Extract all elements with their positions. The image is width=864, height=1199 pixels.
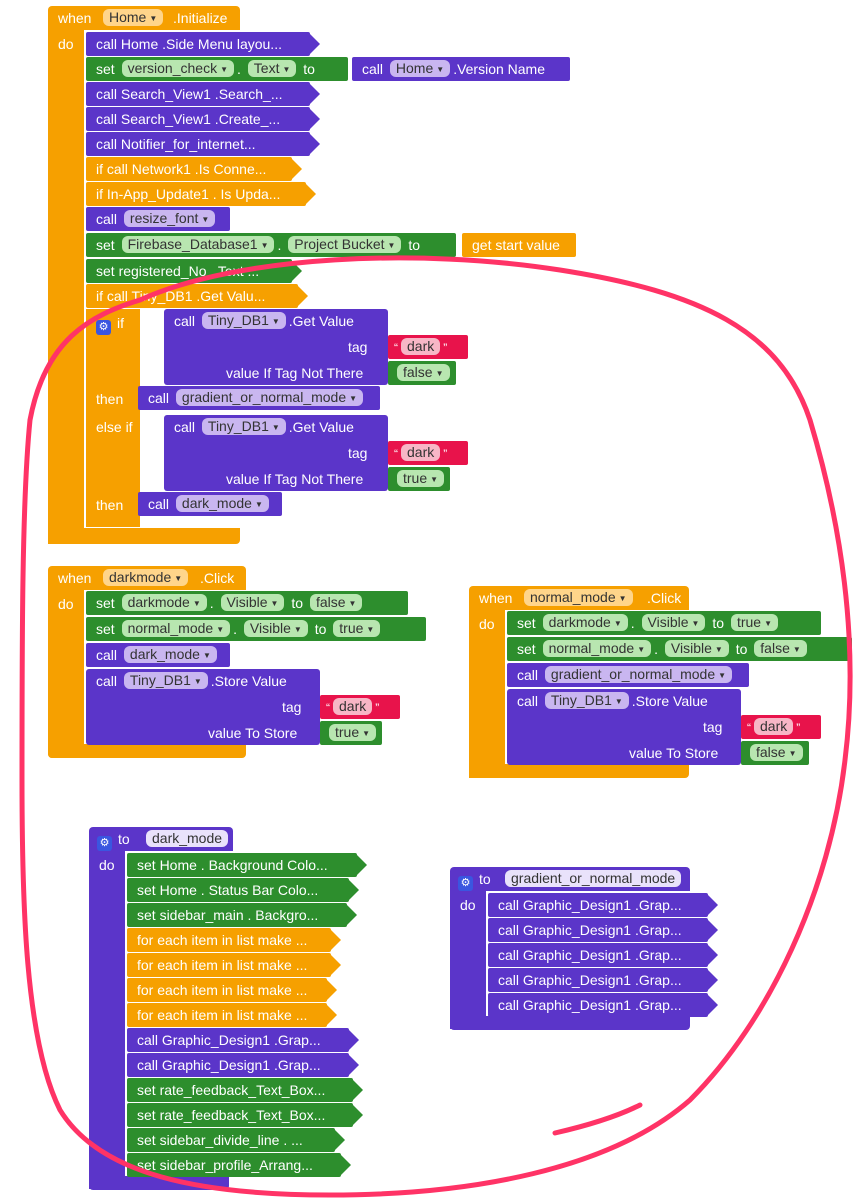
procedure-header[interactable]: ⚙to gradient_or_normal_mode xyxy=(450,867,690,891)
event-footer xyxy=(48,744,246,758)
store-value-block[interactable]: call Tiny_DB1▼.Store Value tag value To … xyxy=(86,669,320,745)
else-if-label: else if xyxy=(96,419,133,435)
call-dark-mode[interactable]: call dark_mode▼ xyxy=(86,643,230,667)
dark-mode-stmt[interactable]: set Home . Background Colo... xyxy=(127,853,367,877)
event-body-left: do xyxy=(469,610,505,778)
event-body-left: do xyxy=(48,30,84,544)
component-dropdown[interactable]: Tiny_DB1▼ xyxy=(201,312,286,329)
then-label: then xyxy=(96,391,124,407)
event-header[interactable]: when normal_mode▼ .Click xyxy=(469,586,689,610)
call-gradient-mode[interactable]: call gradient_or_normal_mode▼ xyxy=(138,386,380,410)
procedure-footer xyxy=(450,1016,690,1030)
dark-mode-stmt[interactable]: set rate_feedback_Text_Box... xyxy=(127,1103,363,1127)
procedure-dropdown[interactable]: resize_font▼ xyxy=(123,210,216,227)
component-dropdown[interactable]: Tiny_DB1▼ xyxy=(201,418,286,435)
gradient-stmt[interactable]: call Graphic_Design1 .Grap... xyxy=(488,968,718,992)
component-dropdown[interactable]: darkmode▼ xyxy=(103,569,189,586)
dark-mode-stmt[interactable]: for each item in list make ... xyxy=(127,1003,337,1027)
stmt-row[interactable]: call Search_View1 .Search_... xyxy=(86,82,320,106)
set-visible[interactable]: set normal_mode▼. Visible▼ to false▼ xyxy=(507,637,852,661)
stmt-row[interactable]: if In-App_Update1 . Is Upda... xyxy=(86,182,316,206)
property-dropdown[interactable]: Project Bucket▼ xyxy=(288,236,402,253)
call-dark-mode[interactable]: call dark_mode▼ xyxy=(138,492,282,516)
text-literal[interactable]: “dark” xyxy=(388,441,468,465)
set-project-bucket[interactable]: set Firebase_Database1▼. Project Bucket▼… xyxy=(86,233,456,257)
dark-mode-stmt[interactable]: for each item in list make ... xyxy=(127,978,337,1002)
component-dropdown[interactable]: Home▼ xyxy=(389,60,451,77)
event-name: .Initialize xyxy=(173,10,228,26)
then-label: then xyxy=(96,497,124,513)
do-label: do xyxy=(58,36,74,52)
event-header[interactable]: when Home▼ .Initialize xyxy=(48,6,240,30)
dark-mode-stmt[interactable]: for each item in list make ... xyxy=(127,953,341,977)
gradient-stmt[interactable]: call Graphic_Design1 .Grap... xyxy=(488,943,718,967)
not-there-label: value If Tag Not There xyxy=(226,365,364,381)
if-block-left[interactable]: ⚙ if then else if then xyxy=(86,309,140,527)
procedure-name-field[interactable]: dark_mode xyxy=(146,830,229,847)
set-visible[interactable]: set darkmode▼. Visible▼ to false▼ xyxy=(86,591,408,615)
procedure-body-left: do xyxy=(89,851,125,1189)
procedure-name-field[interactable]: gradient_or_normal_mode xyxy=(505,870,682,887)
dark-mode-stmt[interactable]: set sidebar_divide_line . ... xyxy=(127,1128,345,1152)
when-label: when xyxy=(58,10,92,26)
boolean-literal[interactable]: true▼ xyxy=(320,721,382,745)
event-header[interactable]: when darkmode▼ .Click xyxy=(48,566,246,590)
procedure-header[interactable]: ⚙to dark_mode xyxy=(89,827,233,851)
if-label: if xyxy=(117,315,124,331)
dark-mode-stmt[interactable]: for each item in list make ... xyxy=(127,928,341,952)
tag-label: tag xyxy=(348,339,368,355)
boolean-literal[interactable]: false▼ xyxy=(388,361,456,385)
stmt-row[interactable]: if call Network1 .Is Conne... xyxy=(86,157,302,181)
boolean-literal[interactable]: true▼ xyxy=(388,467,450,491)
set-visible[interactable]: set darkmode▼. Visible▼ to true▼ xyxy=(507,611,821,635)
gradient-stmt[interactable]: call Graphic_Design1 .Grap... xyxy=(488,893,718,917)
get-value-block[interactable]: call Tiny_DB1▼.Get Value tag value If Ta… xyxy=(164,309,388,385)
boolean-literal[interactable]: false▼ xyxy=(741,741,809,765)
get-start-value[interactable]: get start value xyxy=(462,233,576,257)
gear-icon[interactable]: ⚙ xyxy=(96,320,111,335)
get-value-block[interactable]: call Tiny_DB1▼.Get Value tag value If Ta… xyxy=(164,415,388,491)
gear-icon[interactable]: ⚙ xyxy=(97,836,112,851)
stmt-row[interactable]: call Search_View1 .Create_... xyxy=(86,107,320,131)
dark-mode-stmt[interactable]: call Graphic_Design1 .Grap... xyxy=(127,1053,359,1077)
tag-label: tag xyxy=(348,445,368,461)
dark-mode-stmt[interactable]: set rate_feedback_Text_Box... xyxy=(127,1078,363,1102)
text-literal[interactable]: “dark” xyxy=(741,715,821,739)
text-literal[interactable]: “dark” xyxy=(388,335,468,359)
dark-mode-stmt[interactable]: set sidebar_main . Backgro... xyxy=(127,903,357,927)
not-there-label: value If Tag Not There xyxy=(226,471,364,487)
call-version-name[interactable]: call Home▼.Version Name xyxy=(352,57,570,81)
component-dropdown[interactable]: Home▼ xyxy=(103,9,164,26)
store-value-block[interactable]: call Tiny_DB1▼.Store Value tag value To … xyxy=(507,689,741,765)
procedure-body-left: do xyxy=(450,891,486,1029)
component-dropdown[interactable]: version_check▼ xyxy=(121,60,234,77)
component-dropdown[interactable]: normal_mode▼ xyxy=(524,589,633,606)
dark-mode-stmt[interactable]: set Home . Status Bar Colo... xyxy=(127,878,359,902)
procedure-dropdown[interactable]: dark_mode▼ xyxy=(175,495,269,512)
event-footer xyxy=(48,528,240,544)
dark-mode-stmt[interactable]: set sidebar_profile_Arrang... xyxy=(127,1153,351,1177)
procedure-dropdown[interactable]: gradient_or_normal_mode▼ xyxy=(175,389,364,406)
set-visible[interactable]: set normal_mode▼. Visible▼ to true▼ xyxy=(86,617,426,641)
stmt-row[interactable]: call Home .Side Menu layou... xyxy=(86,32,320,56)
dark-mode-stmt[interactable]: call Graphic_Design1 .Grap... xyxy=(127,1028,359,1052)
call-gradient-mode[interactable]: call gradient_or_normal_mode▼ xyxy=(507,663,749,687)
property-dropdown[interactable]: Text▼ xyxy=(247,60,297,77)
gradient-stmt[interactable]: call Graphic_Design1 .Grap... xyxy=(488,993,718,1017)
gear-icon[interactable]: ⚙ xyxy=(458,876,473,891)
component-dropdown[interactable]: Firebase_Database1▼ xyxy=(121,236,275,253)
event-body-left: do xyxy=(48,590,84,758)
set-version-check[interactable]: set version_check▼. Text▼ to xyxy=(86,57,348,81)
stmt-row[interactable]: call Notifier_for_internet... xyxy=(86,132,320,156)
gradient-stmt[interactable]: call Graphic_Design1 .Grap... xyxy=(488,918,718,942)
event-footer xyxy=(469,764,689,778)
call-resize-font[interactable]: call resize_font▼ xyxy=(86,207,230,231)
text-literal[interactable]: “dark” xyxy=(320,695,400,719)
